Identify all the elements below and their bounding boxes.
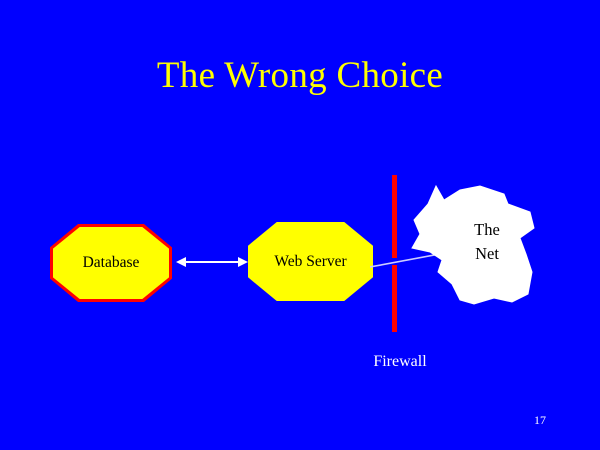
database-octagon-fill <box>53 227 169 299</box>
connector-webserver-net <box>369 248 446 272</box>
diagram-node-webserver[interactable]: Web Server <box>248 222 373 301</box>
double-arrow-icon <box>176 257 248 267</box>
net-node-label: The Net <box>452 218 522 266</box>
diagram-node-database[interactable]: Database <box>50 224 172 302</box>
connector-line-icon <box>369 252 446 268</box>
connector-database-webserver <box>176 252 248 272</box>
cloud-shape-icon <box>411 184 535 305</box>
firewall-label: Firewall <box>373 353 427 370</box>
net-node-label-line-2: Net <box>475 244 499 263</box>
diagram-node-net[interactable]: The Net <box>408 176 538 306</box>
net-node-label-line-1: The <box>474 220 500 239</box>
webserver-node-label: Web Server <box>274 252 347 270</box>
slide-title: The Wrong Choice <box>156 55 444 96</box>
firewall-bar-lower-segment <box>392 265 397 332</box>
database-node-label: Database <box>82 254 140 271</box>
firewall-bar-upper-segment <box>392 175 397 258</box>
slide-page-number: 17 <box>534 413 546 427</box>
